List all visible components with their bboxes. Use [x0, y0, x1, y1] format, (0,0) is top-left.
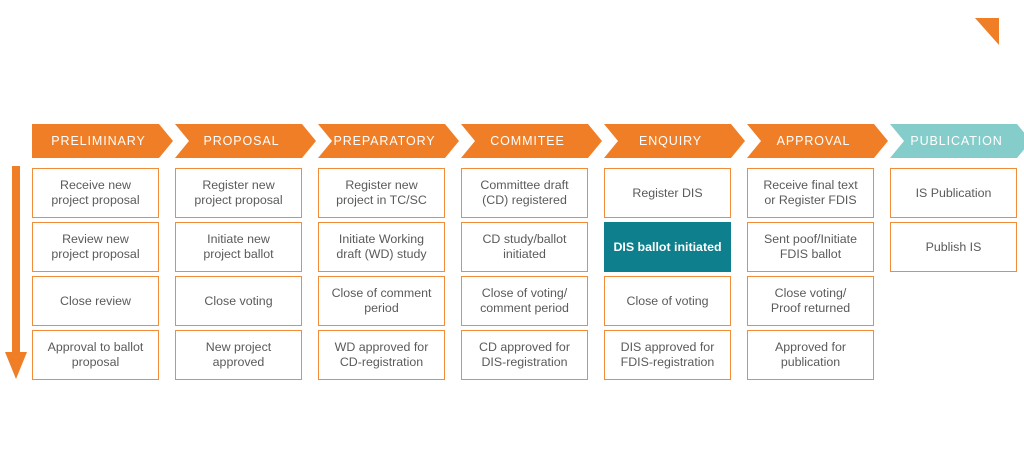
- step-cell-label: IS Publication: [915, 185, 992, 200]
- corner-triangle-decoration: [975, 18, 999, 45]
- stage-header-label: ENQUIRY: [638, 134, 703, 148]
- step-cell[interactable]: Close voting/Proof returned: [747, 276, 874, 326]
- step-cell-label: DIS ballot initiated: [613, 239, 722, 254]
- step-cell[interactable]: Register DIS: [604, 168, 731, 218]
- stage-header-label: PUBLICATION: [910, 134, 1003, 148]
- downward-process-arrow: [2, 166, 28, 380]
- stage-header-6[interactable]: PUBLICATION: [890, 124, 1024, 158]
- stage-header-2[interactable]: PREPARATORY: [318, 124, 459, 158]
- step-cell[interactable]: IS Publication: [890, 168, 1017, 218]
- step-cell-label: Committee draft(CD) registered: [480, 178, 569, 207]
- stage-header-label: PROPOSAL: [203, 134, 280, 148]
- stage-header-1[interactable]: PROPOSAL: [175, 124, 316, 158]
- stage-header-3[interactable]: COMMITEE: [461, 124, 602, 158]
- step-cell-label: Register DIS: [632, 185, 703, 200]
- step-cell[interactable]: Close of voting/comment period: [461, 276, 588, 326]
- step-cell-label: Close of voting: [626, 293, 709, 308]
- stage-header-label: APPROVAL: [776, 134, 851, 148]
- step-cell[interactable]: Close of voting: [604, 276, 731, 326]
- step-cell-label: Close review: [60, 293, 131, 308]
- step-cell[interactable]: Committee draft(CD) registered: [461, 168, 588, 218]
- arrow-shaft: [12, 166, 20, 354]
- stage-header-label: COMMITEE: [490, 134, 565, 148]
- step-cell[interactable]: Close review: [32, 276, 159, 326]
- stage-header-0[interactable]: PRELIMINARY: [32, 124, 173, 158]
- step-cell-label: Publish IS: [925, 239, 982, 254]
- step-cell[interactable]: Close voting: [175, 276, 302, 326]
- step-cell-label: Close voting/Proof returned: [770, 286, 851, 315]
- stage-header-5[interactable]: APPROVAL: [747, 124, 888, 158]
- step-cell-active[interactable]: DIS ballot initiated: [604, 222, 731, 272]
- stage-header-label: PRELIMINARY: [51, 134, 146, 148]
- step-cell-label: Close of voting/comment period: [480, 286, 569, 315]
- stage-header-4[interactable]: ENQUIRY: [604, 124, 745, 158]
- arrow-head: [5, 352, 27, 379]
- step-cell[interactable]: Publish IS: [890, 222, 1017, 272]
- stage-header-label: PREPARATORY: [333, 134, 436, 148]
- step-cell-label: Close voting: [204, 293, 273, 308]
